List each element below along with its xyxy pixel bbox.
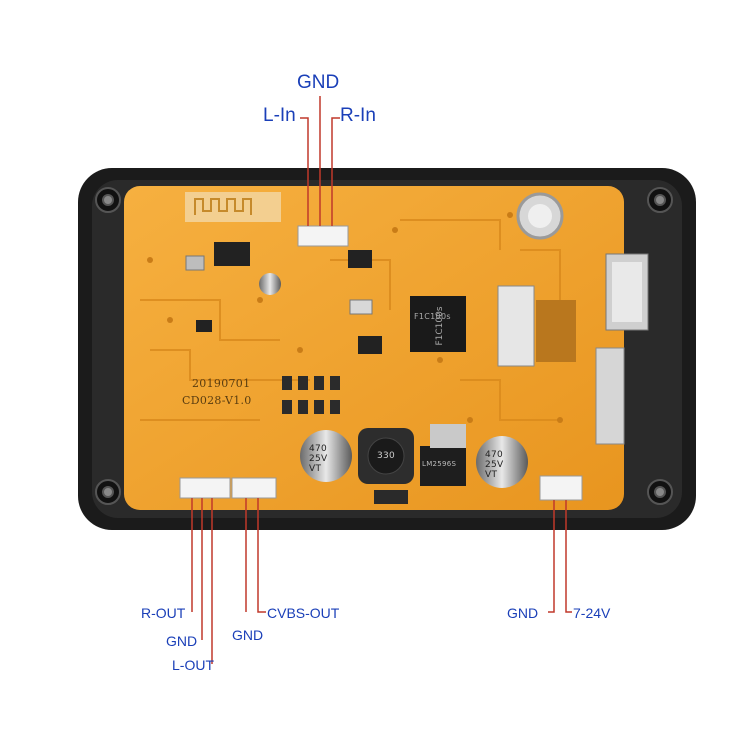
inductor-marking: 330 (377, 451, 396, 461)
label-r-out: R-OUT (141, 605, 186, 621)
label-cvbs-out: CVBS-OUT (267, 605, 340, 621)
label-l-out: L-OUT (172, 657, 214, 673)
label-top-gnd: GND (297, 72, 340, 93)
regulator-marking: LM2596S (422, 460, 457, 468)
connector-video-out (231, 477, 277, 499)
capacitor-left (300, 430, 352, 482)
label-gnd-1: GND (166, 633, 198, 649)
ribbon-connector (497, 285, 535, 367)
main-chip-marking: F1C100s (414, 312, 451, 321)
antenna-pad (185, 192, 281, 222)
silk-model: CD028-V1.0 (182, 394, 252, 407)
tf-slot (595, 347, 625, 445)
connector-audio-out (179, 477, 231, 499)
label-power-voltage: 7-24V (573, 605, 611, 621)
label-power-gnd: GND (507, 605, 539, 621)
capacitor-right (476, 436, 528, 488)
main-chip (410, 296, 466, 352)
label-gnd-2: GND (232, 627, 264, 643)
silk-date-code: 20190701 (192, 377, 251, 390)
connector-power (539, 475, 583, 501)
label-l-in: L-In (263, 105, 296, 126)
regulator (420, 446, 466, 486)
label-r-in: R-In (340, 105, 376, 126)
screw-holes (95, 187, 673, 505)
connector-top (297, 225, 349, 247)
svg-text:F1C100s: F1C100s (435, 306, 445, 345)
